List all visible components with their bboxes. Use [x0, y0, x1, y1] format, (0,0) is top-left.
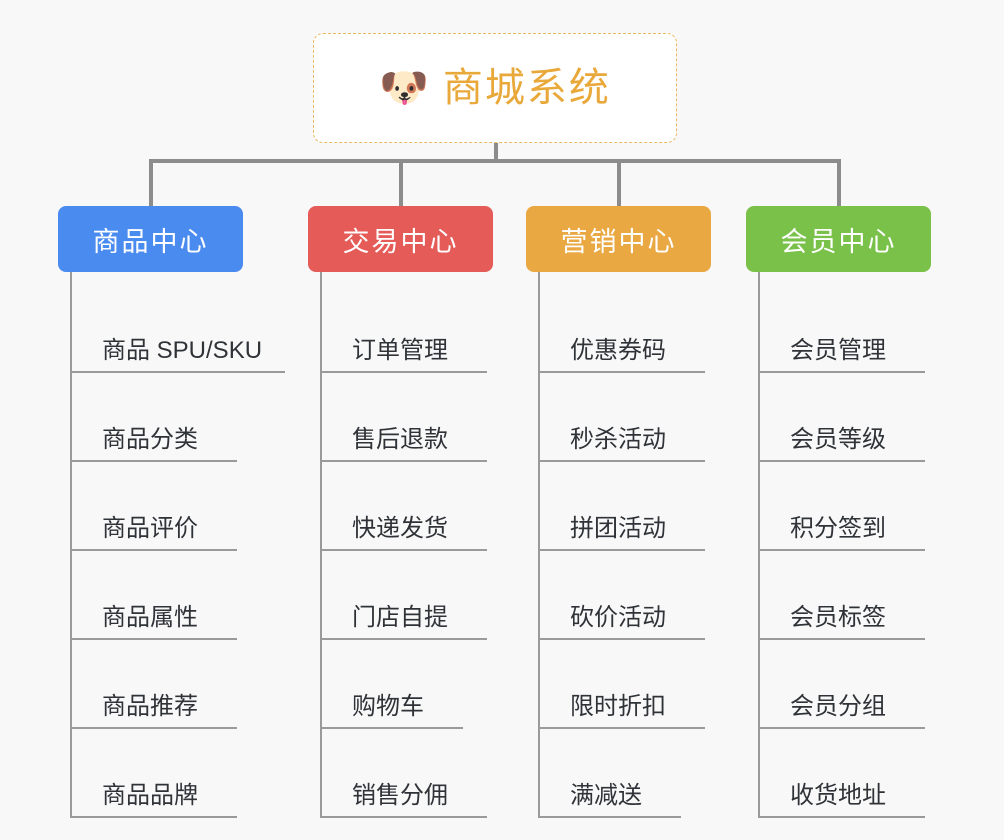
leaf-item-label: 商品评价: [102, 515, 198, 542]
leaf-item-label: 商品属性: [102, 604, 198, 631]
connector-horizontal-bus: [149, 159, 840, 163]
leaf-item[interactable]: 拼团活动: [540, 462, 705, 551]
shiba-dog-face-icon: 🐶: [379, 66, 429, 110]
branch-header[interactable]: 商品中心: [58, 206, 243, 272]
leaf-list: 商品 SPU/SKU 商品分类商品评价商品属性商品推荐商品品牌: [70, 272, 285, 818]
leaf-list: 会员管理会员等级积分签到会员标签会员分组收货地址: [758, 272, 931, 818]
branch-header[interactable]: 营销中心: [526, 206, 711, 272]
leaf-item-label: 快递发货: [352, 515, 448, 542]
leaf-item-label: 会员标签: [790, 604, 886, 631]
leaf-item[interactable]: 订单管理: [322, 284, 487, 373]
branch-column-4: 会员中心会员管理会员等级积分签到会员标签会员分组收货地址: [746, 206, 931, 818]
leaf-item[interactable]: 秒杀活动: [540, 373, 705, 462]
leaf-item-label: 购物车: [352, 693, 424, 720]
leaf-item-label: 会员管理: [790, 337, 886, 364]
leaf-item[interactable]: 砍价活动: [540, 551, 705, 640]
connector-drop-1: [148, 159, 153, 207]
leaf-item-label: 销售分佣: [352, 782, 448, 809]
leaf-item-label: 满减送: [570, 782, 642, 809]
leaf-item[interactable]: 快递发货: [322, 462, 487, 551]
leaf-item-label: 商品推荐: [102, 693, 198, 720]
leaf-list: 优惠券码秒杀活动拼团活动砍价活动限时折扣满减送: [538, 272, 711, 818]
leaf-item[interactable]: 商品 SPU/SKU: [72, 284, 285, 373]
branch-header[interactable]: 交易中心: [308, 206, 493, 272]
leaf-item-label: 优惠券码: [570, 337, 666, 364]
branch-column-1: 商品中心商品 SPU/SKU 商品分类商品评价商品属性商品推荐商品品牌: [58, 206, 285, 818]
connector-drop-3: [616, 159, 621, 207]
leaf-item-label: 会员分组: [790, 693, 886, 720]
leaf-item-label: 商品品牌: [102, 782, 198, 809]
leaf-item-label: 积分签到: [790, 515, 886, 542]
leaf-item-label: 订单管理: [352, 337, 448, 364]
connector-drop-2: [398, 159, 403, 207]
leaf-item[interactable]: 满减送: [540, 729, 681, 818]
branch-header[interactable]: 会员中心: [746, 206, 931, 272]
leaf-item-label: 会员等级: [790, 426, 886, 453]
leaf-item[interactable]: 会员分组: [760, 640, 925, 729]
leaf-item-label: 商品 SPU/SKU: [102, 337, 263, 364]
leaf-item[interactable]: 会员标签: [760, 551, 925, 640]
leaf-item[interactable]: 积分签到: [760, 462, 925, 551]
branch-column-3: 营销中心优惠券码秒杀活动拼团活动砍价活动限时折扣满减送: [526, 206, 711, 818]
leaf-item-label: 售后退款: [352, 426, 448, 453]
leaf-item[interactable]: 商品品牌: [72, 729, 237, 818]
root-title: 商城系统: [442, 66, 611, 110]
leaf-item[interactable]: 购物车: [322, 640, 463, 729]
leaf-item[interactable]: 商品评价: [72, 462, 237, 551]
leaf-item[interactable]: 限时折扣: [540, 640, 705, 729]
leaf-item-label: 收货地址: [790, 782, 886, 809]
leaf-item-label: 秒杀活动: [570, 426, 666, 453]
leaf-item[interactable]: 优惠券码: [540, 284, 705, 373]
connector-drop-4: [836, 159, 841, 207]
leaf-item[interactable]: 会员管理: [760, 284, 925, 373]
leaf-item[interactable]: 收货地址: [760, 729, 925, 818]
leaf-item[interactable]: 销售分佣: [322, 729, 487, 818]
root-node[interactable]: 🐶 商城系统: [313, 33, 677, 143]
leaf-list: 订单管理售后退款快递发货门店自提购物车销售分佣: [320, 272, 493, 818]
leaf-item-label: 门店自提: [352, 604, 448, 631]
leaf-item[interactable]: 会员等级: [760, 373, 925, 462]
leaf-item[interactable]: 商品推荐: [72, 640, 237, 729]
leaf-item-label: 拼团活动: [570, 515, 666, 542]
branch-column-2: 交易中心订单管理售后退款快递发货门店自提购物车销售分佣: [308, 206, 493, 818]
leaf-item-label: 砍价活动: [570, 604, 666, 631]
leaf-item-label: 商品分类: [102, 426, 198, 453]
leaf-item-label: 限时折扣: [570, 693, 666, 720]
leaf-item[interactable]: 门店自提: [322, 551, 487, 640]
leaf-item[interactable]: 商品属性: [72, 551, 237, 640]
connector-root-stem: [494, 143, 498, 162]
leaf-item[interactable]: 商品分类: [72, 373, 237, 462]
leaf-item[interactable]: 售后退款: [322, 373, 487, 462]
